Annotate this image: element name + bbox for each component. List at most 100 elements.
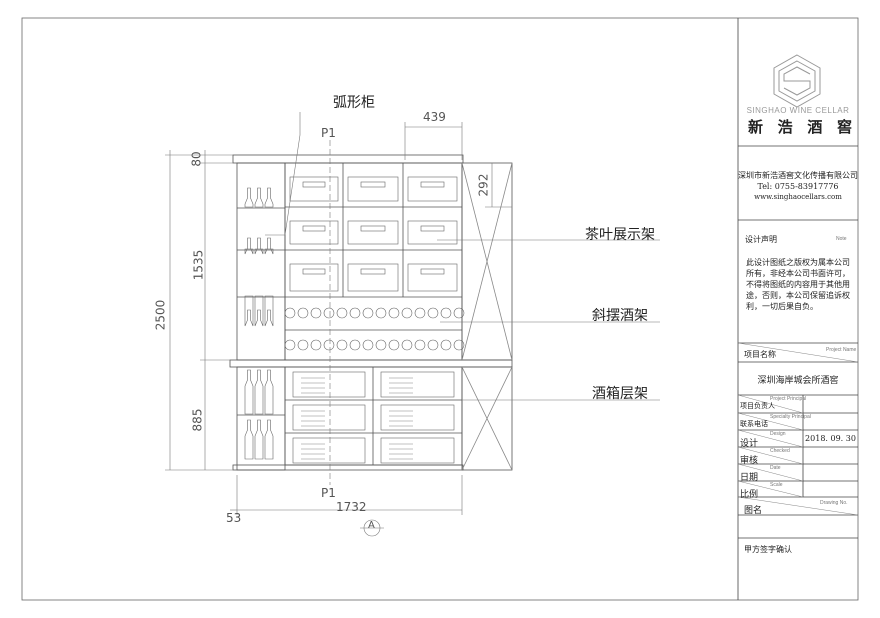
wine-bottle-icon — [244, 237, 254, 255]
brand-char: 酒 — [807, 118, 823, 136]
dim-offset: 53 — [226, 511, 242, 525]
section-mark-top: P1 — [321, 126, 336, 140]
wine-bottle-end — [388, 339, 400, 351]
label-slanted-wine-rack: 斜摆酒架 — [592, 308, 648, 324]
wine-bottle-end — [349, 339, 361, 351]
wine-bottle-end — [440, 339, 452, 351]
design-statement-en: Note — [836, 236, 847, 242]
dim-column-width: 439 — [423, 110, 446, 124]
wine-case — [292, 437, 366, 464]
wine-bottle-end — [401, 339, 413, 351]
wine-case — [380, 371, 455, 398]
tea-drawer — [347, 220, 399, 245]
project-name-label: 项目名称 — [744, 350, 776, 359]
drawing-name-en: Drawing No. — [820, 500, 848, 506]
row-label: 项目负责人 — [740, 402, 775, 410]
client-signature-label: 甲方签字确认 — [744, 545, 792, 554]
row-label: 设计 — [740, 439, 759, 449]
drawer-handle — [360, 181, 386, 188]
wine-bottle-end — [427, 339, 439, 351]
label-arc-cabinet: 弧形柜 — [333, 95, 375, 111]
brand-char: 新 — [748, 118, 764, 136]
design-statement: 此设计图纸之版权为属本公司所有，非经本公司书面许可，不得将图纸的内容用于其他用途… — [746, 258, 850, 311]
wine-case — [292, 371, 366, 398]
brand-cn: 新 浩 酒 窖 — [748, 116, 852, 137]
tea-drawer — [407, 263, 458, 292]
brand-char: 窖 — [836, 118, 852, 136]
row-label: 审核 — [740, 456, 759, 466]
wine-case — [380, 404, 455, 431]
wine-bottle-end — [388, 307, 400, 319]
tea-drawer — [347, 263, 399, 292]
elevation-marker: A — [368, 520, 375, 531]
wine-bottle-end — [284, 339, 296, 351]
wine-bottle-icon — [264, 187, 274, 208]
wine-bottle-end — [440, 307, 452, 319]
wine-bottle-icon — [254, 419, 264, 460]
wine-bottle-icon — [244, 369, 254, 415]
wine-bottle-icon — [264, 369, 274, 415]
wine-bottle-end — [323, 307, 335, 319]
drawer-handle — [360, 268, 386, 275]
wine-bottle-end — [375, 339, 387, 351]
row-label-en: Checked — [770, 448, 790, 454]
dim-row-height: 292 — [476, 173, 491, 197]
wine-bottle-end — [401, 307, 413, 319]
project-name: 深圳海岸城会所酒窖 — [757, 376, 839, 386]
wine-bottle-end — [310, 307, 322, 319]
row-label-en: Specialty Principal — [770, 414, 811, 420]
label-wine-case-shelf: 酒箱层架 — [592, 386, 648, 402]
tea-drawer — [289, 176, 339, 202]
wine-bottle-end — [453, 307, 465, 319]
wine-bottle-icon — [264, 237, 274, 255]
wine-bottle-end — [336, 307, 348, 319]
row-value: 2018. 09. 30 — [805, 434, 856, 443]
wine-bottle-end — [362, 339, 374, 351]
company-website: www.singhaocellars.com — [754, 193, 842, 201]
drawer-handle — [360, 225, 386, 232]
wine-bottle-end — [284, 307, 296, 319]
dim-top-band: 80 — [189, 151, 204, 167]
wine-bottle-icon — [244, 295, 254, 327]
drawer-handle — [420, 181, 445, 188]
wine-bottle-end — [323, 339, 335, 351]
wine-bottle-end — [336, 339, 348, 351]
wine-bottle-end — [427, 307, 439, 319]
wine-bottle-end — [453, 339, 465, 351]
tea-drawer — [289, 263, 339, 292]
project-name-en: Project Name — [826, 347, 857, 353]
dim-total-width: 1732 — [336, 500, 367, 514]
label-tea-display: 茶叶展示架 — [585, 227, 655, 243]
row-label: 日期 — [740, 473, 759, 483]
wine-bottle-end — [362, 307, 374, 319]
company-name: 深圳市新浩酒窖文化传播有限公司 — [738, 171, 858, 180]
drawer-handle — [420, 268, 445, 275]
tea-drawer — [407, 220, 458, 245]
drawer-handle — [302, 268, 326, 275]
wine-bottle-end — [349, 307, 361, 319]
wine-bottle-icon — [254, 187, 264, 208]
row-label-en: Project Principal — [770, 396, 807, 402]
logo-icon — [773, 54, 821, 108]
wine-bottle-end — [375, 307, 387, 319]
wine-bottle-end — [297, 339, 309, 351]
drawing-name-label: 图名 — [744, 506, 763, 516]
wine-bottle-icon — [254, 369, 264, 415]
tea-drawer — [347, 176, 399, 202]
row-label-en: Design — [770, 431, 786, 437]
wine-bottle-icon — [244, 419, 254, 460]
brand-char: 浩 — [777, 118, 793, 136]
wine-bottle-end — [414, 307, 426, 319]
section-mark-bottom: P1 — [321, 486, 336, 500]
wine-bottle-end — [297, 307, 309, 319]
design-statement-label: 设计声明 — [745, 235, 777, 244]
dim-total-height: 2500 — [153, 299, 168, 331]
wine-bottle-icon — [254, 237, 264, 255]
wine-case — [292, 404, 366, 431]
row-label-en: Date — [770, 465, 781, 471]
row-label: 联系电话 — [740, 420, 768, 428]
wine-bottle-icon — [254, 295, 264, 327]
drawer-handle — [302, 181, 326, 188]
wine-case — [380, 437, 455, 464]
